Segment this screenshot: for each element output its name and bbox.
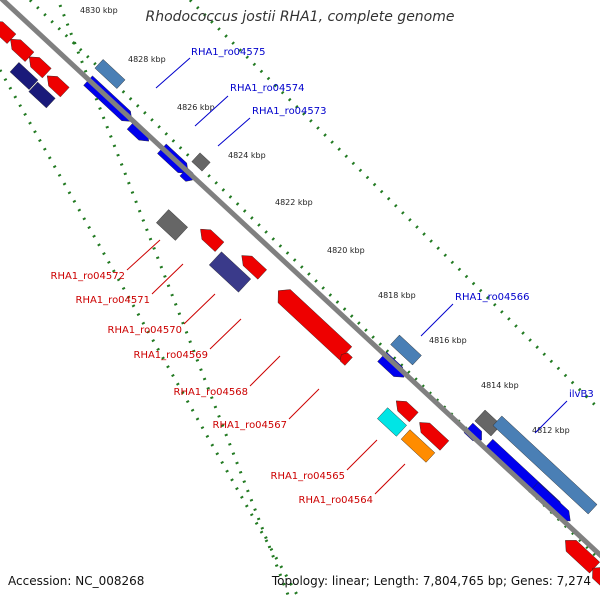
gene-ro04575[interactable]	[94, 59, 126, 89]
tick-label: 4822 kbp	[275, 198, 313, 207]
label-leader-line	[126, 239, 161, 271]
label-leader-line	[209, 318, 242, 350]
label-leader-line	[217, 117, 251, 147]
dotted-guide-line	[0, 69, 302, 600]
gene-r7[interactable]	[560, 535, 600, 574]
tick-label: 4826 kbp	[177, 103, 215, 112]
tick-label: 4830 kbp	[80, 6, 118, 15]
gene-n2[interactable]	[28, 81, 56, 109]
gene-r6[interactable]	[415, 418, 450, 451]
gene-label[interactable]: RHA1_ro04565	[271, 471, 346, 482]
gene-ro04570[interactable]	[208, 251, 252, 293]
tick-label: 4828 kbp	[128, 55, 166, 64]
gene-label[interactable]: RHA1_ro04568	[174, 387, 249, 398]
tick-label: 4818 kbp	[378, 291, 416, 300]
gene-ilvb3[interactable]	[492, 415, 598, 515]
gene-track	[0, 16, 600, 588]
gene-ro04568[interactable]	[272, 284, 353, 361]
gene-f4[interactable]	[377, 351, 409, 382]
tick-label: 4814 kbp	[481, 381, 519, 390]
gene-label[interactable]: RHA1_ro04575	[191, 47, 266, 58]
label-leader-line	[249, 355, 281, 387]
gene-label[interactable]: RHA1_ro04570	[108, 325, 183, 336]
tick-label: 4824 kbp	[228, 151, 266, 160]
genome-summary-text: Topology: linear; Length: 7,804,765 bp; …	[271, 574, 591, 588]
gene-ro04564[interactable]	[400, 429, 436, 463]
gene-ro04565[interactable]	[377, 407, 407, 437]
gene-ro04571[interactable]	[196, 224, 225, 252]
gene-label[interactable]: RHA1_ro04573	[252, 106, 327, 117]
gene-ro04566[interactable]	[390, 334, 422, 366]
gene-r8[interactable]	[588, 563, 600, 588]
dotted-guide-line	[58, 4, 292, 600]
gene-label[interactable]: RHA1_ro04567	[213, 420, 288, 431]
map-title: Rhodococcus jostii RHA1, complete genome	[145, 9, 455, 25]
gene-label[interactable]: RHA1_ro04574	[230, 83, 305, 94]
label-leader-line	[374, 463, 406, 495]
gene-label[interactable]: RHA1_ro04572	[51, 271, 126, 282]
label-leader-line	[151, 263, 184, 295]
gene-r1[interactable]	[0, 16, 17, 44]
gene-labels: RHA1_ro04575RHA1_ro04574RHA1_ro04573RHA1…	[51, 47, 594, 506]
tick-label: 4820 kbp	[327, 246, 365, 255]
gene-label[interactable]: RHA1_ro04571	[76, 295, 151, 306]
gene-label[interactable]: ilvB3	[569, 389, 594, 400]
gene-r2[interactable]	[6, 34, 35, 62]
gene-n1[interactable]	[9, 62, 39, 90]
label-leader-line	[420, 303, 454, 337]
label-leader-line	[194, 95, 229, 127]
gene-g1[interactable]	[474, 409, 502, 437]
tick-label: 4816 kbp	[429, 336, 467, 345]
gene-label[interactable]: RHA1_ro04566	[455, 292, 530, 303]
label-leader-line	[346, 439, 378, 471]
label-leader-line	[534, 400, 568, 434]
accession-text: Accession: NC_008268	[8, 574, 145, 588]
gene-r5[interactable]	[392, 396, 419, 423]
gene-ro04572[interactable]	[156, 209, 188, 241]
label-leader-line	[155, 57, 191, 89]
tick-labels: 4830 kbp 4828 kbp 4826 kbp 4824 kbp 4822 kbp…	[80, 6, 570, 435]
gene-ro04567[interactable]	[338, 351, 353, 366]
genome-backbone	[0, 0, 600, 559]
gene-label[interactable]: RHA1_ro04569	[134, 350, 209, 361]
label-leader-line	[288, 388, 320, 420]
gene-label[interactable]: RHA1_ro04564	[299, 495, 374, 506]
label-leader-line	[183, 293, 216, 325]
gene-r4[interactable]	[43, 71, 70, 98]
gene-ro04569[interactable]	[237, 251, 267, 280]
gene-ro04573[interactable]	[191, 152, 211, 172]
label-leader-lines	[126, 57, 568, 495]
gene-r3[interactable]	[25, 52, 52, 79]
tick-label: 4812 kbp	[532, 426, 570, 435]
